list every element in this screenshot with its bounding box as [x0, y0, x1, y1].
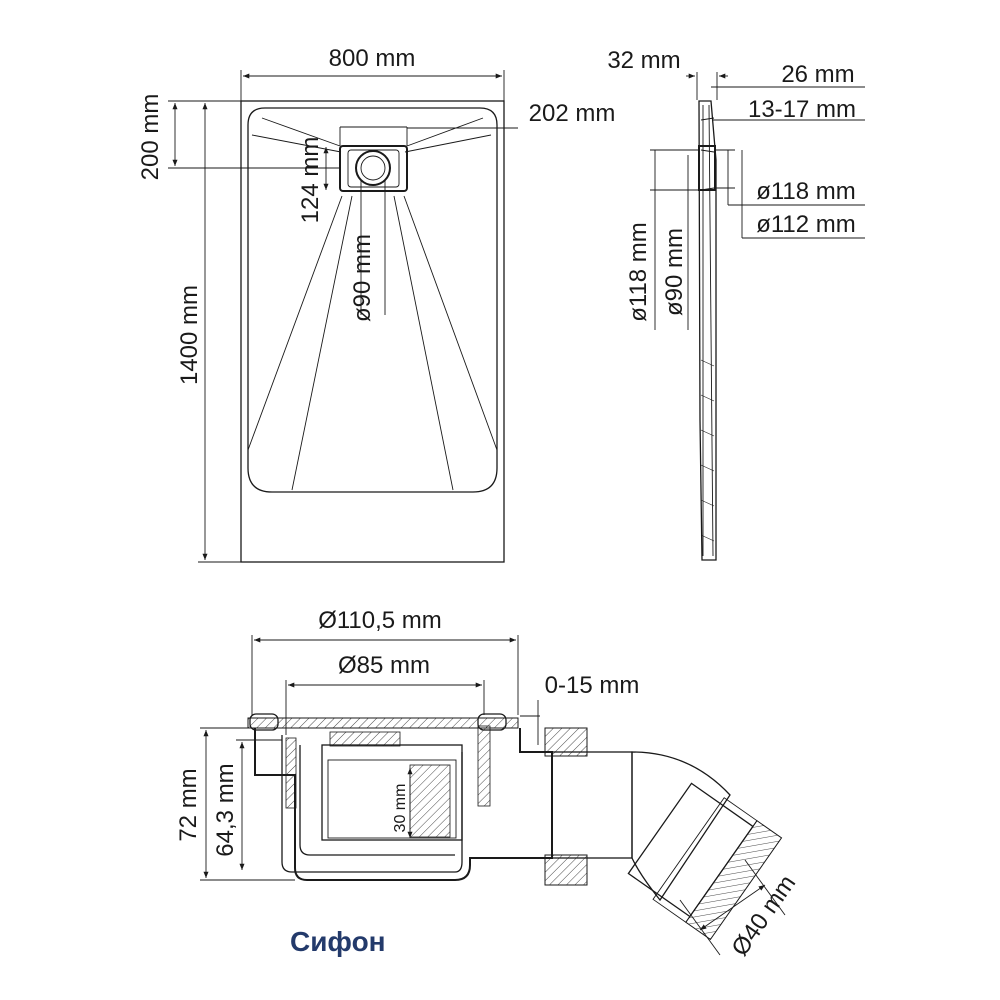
inner-diameter-label: Ø85 mm — [338, 652, 430, 679]
tray-basin — [247, 107, 498, 493]
siphon-body — [254, 728, 553, 881]
drain-width-label: 202 mm — [529, 100, 616, 127]
tray-outline — [240, 100, 505, 563]
drain-offset-label: 200 mm — [137, 94, 164, 181]
outlet-diameter-label: ø90 mm — [349, 234, 376, 322]
width-label: 800 mm — [329, 45, 416, 72]
inner-diameter-label: ø112 mm — [756, 211, 856, 238]
adjust-label: 0-15 mm — [545, 672, 640, 699]
outer-diameter-label: ø118 mm — [756, 178, 856, 205]
siphon-title: Сифон — [290, 926, 386, 957]
vertical-outer-label: ø118 mm — [625, 222, 652, 322]
drain-box — [339, 145, 408, 192]
slope-lines — [247, 117, 498, 491]
outlet-elbow — [631, 751, 731, 902]
tray-side-view: 32 mm 26 mm 13-17 mm ø118 mm ø112 mm ø11… — [607, 47, 865, 561]
thickness-label: 26 mm — [781, 61, 854, 88]
water-seal-label: 30 mm — [392, 784, 409, 833]
tray-top-view: 800 mm 200 mm 1400 mm 202 mm 124 mm ø90 … — [137, 45, 616, 563]
total-height-label: 72 mm — [175, 768, 202, 841]
outlet-pipe — [551, 751, 633, 859]
length-label: 1400 mm — [176, 285, 203, 385]
side-profile — [698, 100, 717, 561]
drain-height-label: 124 mm — [297, 137, 324, 224]
edge-label: 13-17 mm — [748, 96, 856, 123]
drain-outlet — [355, 150, 391, 186]
flange-diameter-label: Ø110,5 mm — [318, 607, 442, 634]
body-height-label: 64,3 mm — [212, 763, 239, 856]
siphon-view: Ø110,5 mm Ø85 mm 0-15 mm 72 mm 64,3 mm 3… — [175, 607, 801, 961]
vertical-inner-label: ø90 mm — [661, 228, 688, 316]
drain-area-label: 32 mm — [607, 47, 680, 74]
